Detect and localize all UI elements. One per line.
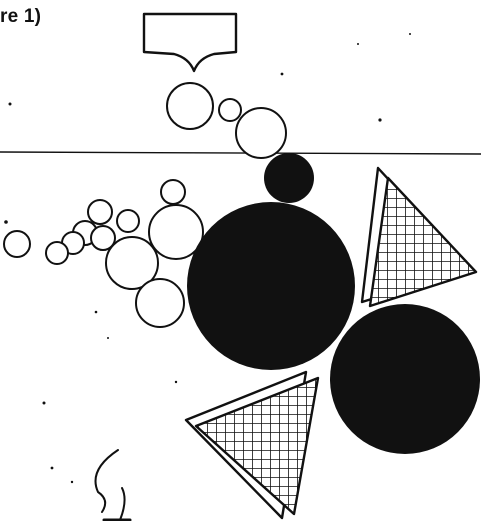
open-circle xyxy=(136,279,184,327)
hand-sketch-mark xyxy=(96,450,131,520)
open-circle xyxy=(161,180,185,204)
funnel-shape xyxy=(144,14,236,71)
open-circle xyxy=(219,99,241,121)
open-circle xyxy=(236,108,286,158)
filled-circle-small xyxy=(264,153,314,203)
hatched-triangle-upper-inner xyxy=(370,178,476,306)
filled-circle-large xyxy=(330,304,480,454)
horizontal-line xyxy=(0,152,481,154)
filled-circle-large xyxy=(187,202,355,370)
open-circle xyxy=(88,200,112,224)
open-circle xyxy=(46,242,68,264)
open-circle xyxy=(167,83,213,129)
open-circle xyxy=(117,210,139,232)
open-circle xyxy=(4,231,30,257)
